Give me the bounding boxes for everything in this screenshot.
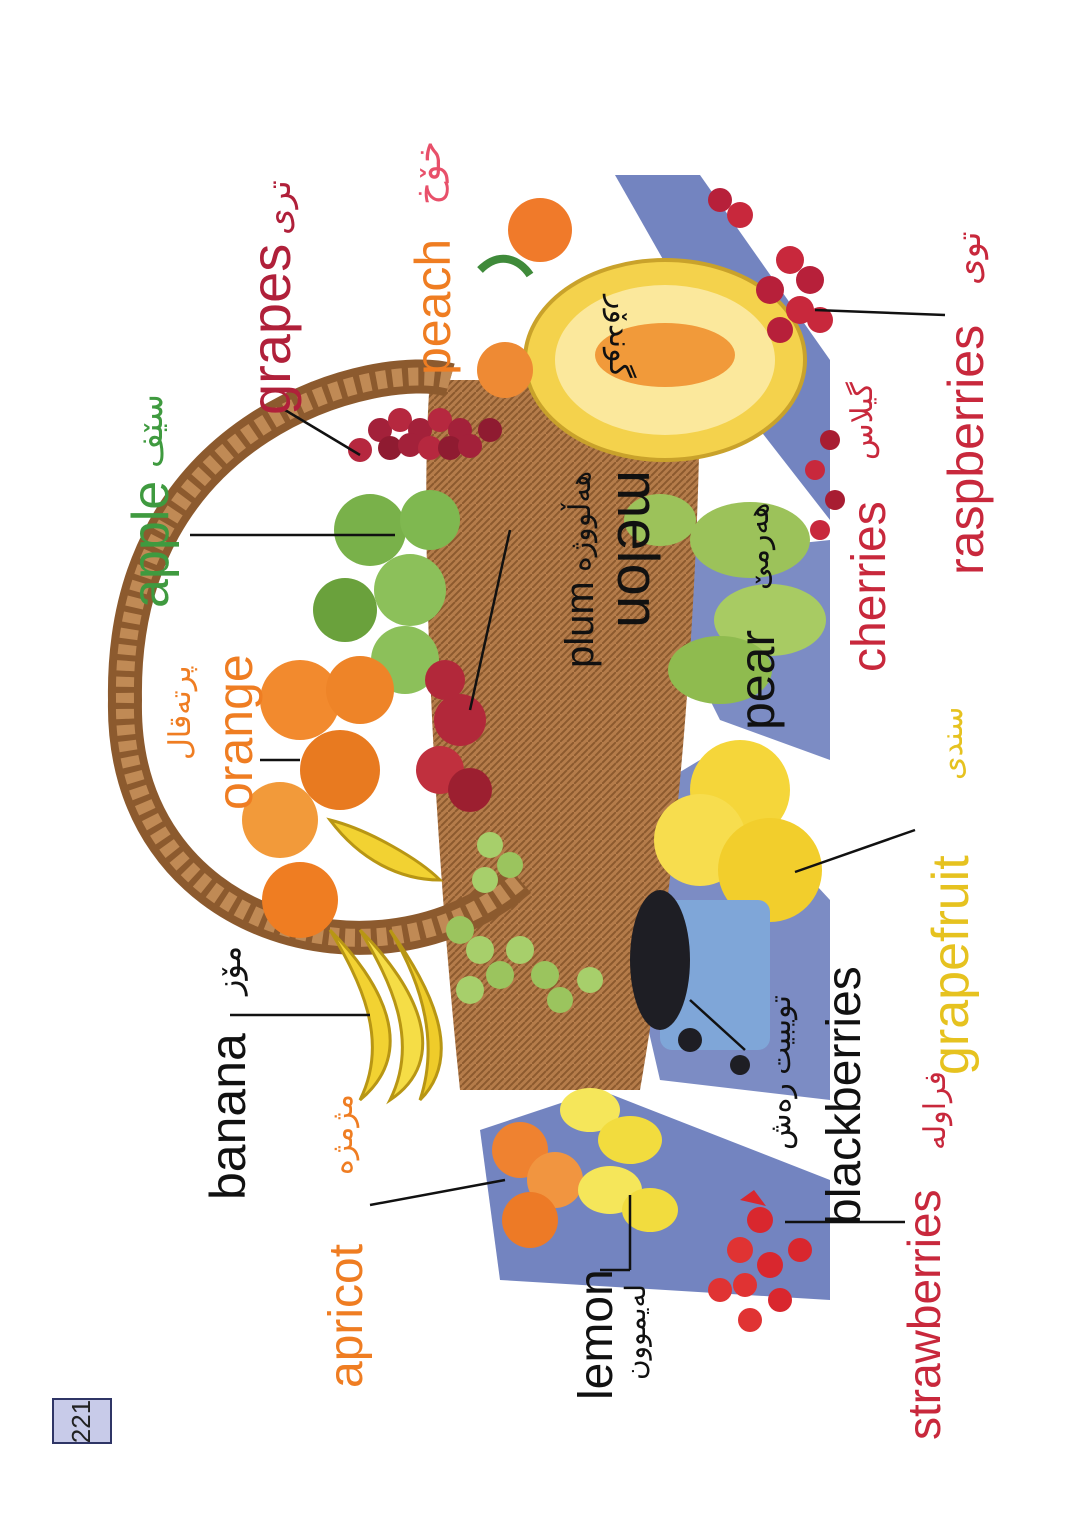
apricots: [492, 1122, 583, 1248]
grapefruit-pointer-line: [794, 828, 916, 874]
strawberries: [708, 1190, 812, 1332]
strawberries-label: strawberries: [898, 1189, 950, 1440]
raspberries-pointer-line: [814, 308, 946, 317]
orange-label-ku: پرتەقال: [164, 665, 198, 760]
oranges: [242, 656, 394, 938]
page-number-box: 221: [52, 1398, 112, 1444]
leader-lines: [190, 308, 946, 1272]
orange-label: orange: [207, 654, 263, 810]
grapes-label-ku: تری: [260, 180, 299, 235]
cherries-label-ku: گیلاس: [845, 381, 880, 460]
plums: [416, 660, 492, 812]
lemon-label-ku: لەیموون: [620, 1284, 652, 1380]
plum-label-ku: هەڵووژە: [560, 471, 598, 572]
raspberries-label-ku: توی: [950, 231, 989, 285]
raspberries: [708, 188, 833, 343]
blackberries-label: blackberries: [818, 966, 871, 1225]
peach-label: peach: [405, 239, 461, 375]
green-grapes: [446, 832, 603, 1013]
apples: [313, 490, 460, 694]
apple-label: apple: [122, 481, 180, 608]
lemons: [560, 1088, 678, 1232]
pear-label-ku: هەرمێ: [742, 503, 776, 590]
red-grapes: [348, 408, 502, 462]
grapefruits: [654, 740, 822, 922]
plum-label: plum: [558, 581, 602, 668]
apricot-pointer-line: [369, 1178, 506, 1207]
bananas: [326, 817, 444, 1105]
blackberries-label-ku: تویبیت رەش: [764, 995, 798, 1150]
melon-label: melon: [605, 470, 670, 628]
pear-label: pear: [729, 630, 785, 730]
grapefruit-label: grapefruit: [922, 855, 980, 1075]
apricot-label: apricot: [320, 1244, 373, 1388]
apple-label-ku: سێف: [132, 394, 170, 468]
blackberries: [630, 890, 770, 1075]
grapes-pointer-line: [284, 408, 361, 457]
cherries: [805, 430, 845, 540]
peach-label-ku: خۆخ: [407, 141, 449, 205]
grapes-label: grapes: [239, 244, 302, 415]
apricot-label-ku: مژمژە: [326, 1094, 360, 1175]
blackberries-pointer-line: [689, 999, 746, 1051]
melon-label-ku: گوندۆر: [602, 293, 637, 379]
pears: [624, 494, 826, 704]
page-number: 221: [66, 1399, 97, 1443]
grapefruit-label-ku: سندی: [936, 707, 969, 780]
lemon-label: lemon: [570, 1269, 623, 1400]
cherries-label: cherries: [843, 501, 896, 672]
basket: [107, 359, 700, 1090]
banana-label: banana: [200, 1033, 256, 1200]
peaches: [477, 198, 572, 398]
strawberries-label-ku: فراولە: [919, 1071, 953, 1150]
raspberries-label: raspberries: [938, 325, 994, 575]
melon: [523, 258, 807, 462]
plum-pointer-line: [468, 529, 512, 711]
banana-label-ku: مۆز: [211, 946, 248, 997]
